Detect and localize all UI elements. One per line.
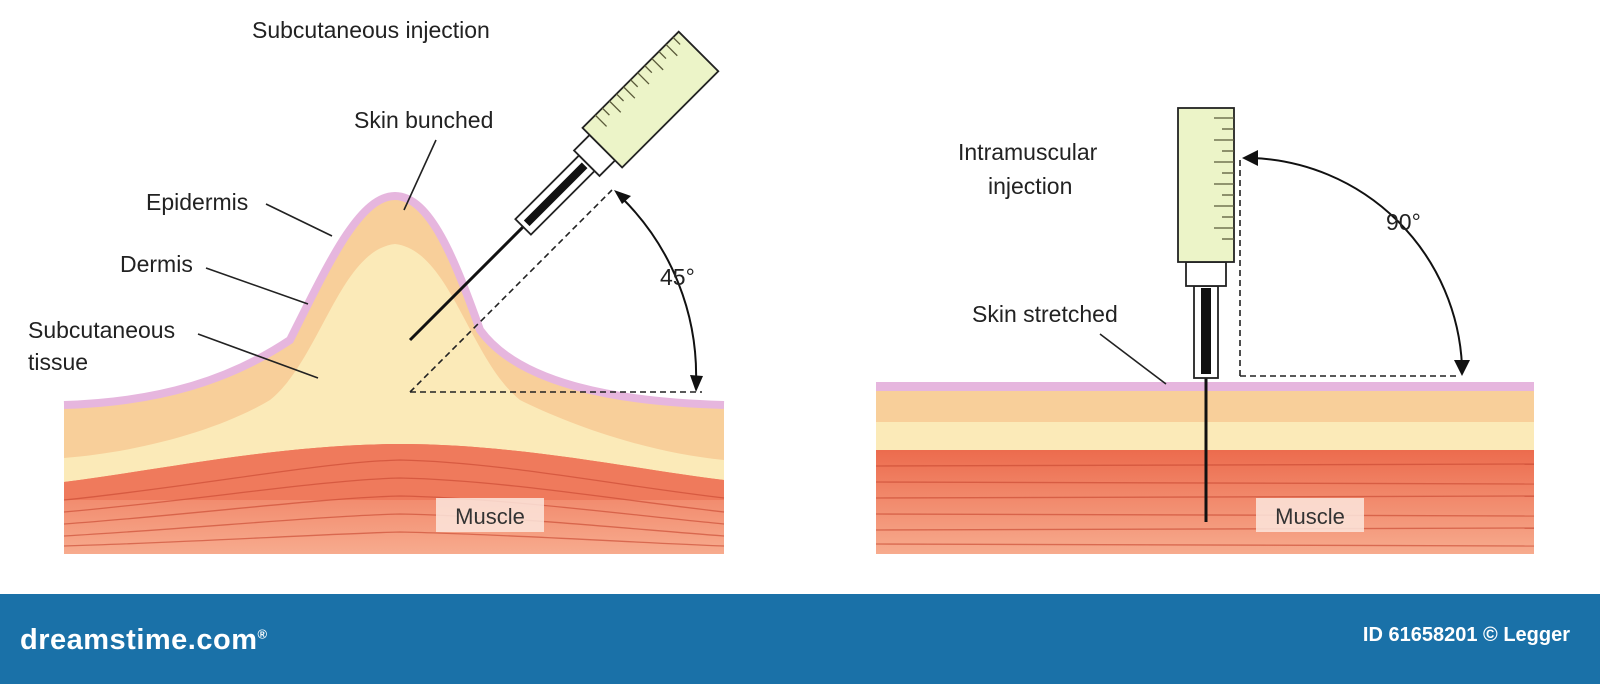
left-syringe-graduations [594, 36, 681, 127]
right-angle-arc [1251, 157, 1463, 367]
right-angle-arrowhead-bottom [1454, 360, 1470, 376]
stock-id-credit: ID 61658201 © Legger [1362, 624, 1570, 646]
left-epidermis-layer [63, 191, 725, 409]
intramuscular-panel: Muscle 90° Intramuscular injection Skin … [875, 107, 1535, 554]
epidermis-label: Epidermis [146, 189, 248, 215]
left-angle-label: 45° [660, 264, 695, 290]
right-muscle-label-box [1256, 498, 1364, 532]
syringe-graduation-tick [672, 36, 681, 45]
skin-bunched-label: Skin bunched [354, 107, 493, 133]
left-angle-arrowhead-bottom [690, 375, 703, 392]
right-syringe-plunger-rod [1201, 288, 1211, 374]
right-syringe [1177, 107, 1235, 522]
intramuscular-title-line2: injection [988, 173, 1072, 199]
syringe-graduation-tick [630, 79, 639, 88]
subcutaneous-panel: Muscle 45° Subcutaneous injection Skin b… [28, 17, 725, 554]
skin-bunched-leader [403, 139, 437, 211]
syringe-graduation-tick [616, 93, 625, 102]
dermis-label: Dermis [120, 251, 193, 277]
syringe-graduation-tick [658, 51, 667, 60]
syringe-graduation-tick [623, 86, 636, 99]
intramuscular-title-line1: Intramuscular [958, 139, 1098, 165]
skin-stretched-leader [1099, 333, 1167, 385]
left-muscle-label: Muscle [455, 504, 525, 529]
subcutaneous-title: Subcutaneous injection [252, 17, 490, 43]
left-syringe [408, 30, 720, 342]
left-syringe-plunger-rod [523, 162, 588, 227]
brand-logo: dreamstime.com® [20, 624, 268, 657]
syringe-graduation-tick [665, 43, 678, 57]
right-syringe-barrel [1177, 107, 1235, 263]
footer-bar: dreamstime.com® ID 61658201 © Legger [0, 594, 1600, 684]
left-angle-arc [621, 197, 698, 385]
dermis-leader [205, 267, 309, 305]
left-angle-arrowhead-top [614, 190, 631, 204]
right-angle-arrowhead-top [1242, 150, 1258, 166]
right-angle-label: 90° [1386, 209, 1421, 235]
left-dermis-layer [64, 196, 724, 460]
syringe-graduation-tick [637, 72, 650, 85]
subcutaneous-tissue-leader [197, 333, 319, 379]
left-syringe-barrel [581, 30, 720, 169]
left-needle [408, 225, 525, 342]
subcutaneous-tissue-label-line1: Subcutaneous [28, 317, 175, 343]
syringe-graduation-tick [594, 114, 608, 127]
registered-mark: ® [257, 626, 268, 642]
syringe-graduation-tick [651, 58, 664, 71]
injection-diagram: Muscle 45° Subcutaneous injection Skin b… [28, 17, 1535, 554]
left-muscle-hump [64, 444, 724, 500]
right-syringe-graduations [1214, 117, 1234, 240]
subcutaneous-tissue-label-line2: tissue [28, 349, 88, 375]
brand-text: dreamstime.com [20, 624, 258, 656]
right-muscle-label: Muscle [1275, 504, 1345, 529]
epidermis-leader [265, 203, 333, 237]
syringe-graduation-tick [608, 100, 622, 113]
right-syringe-collar [1185, 261, 1227, 287]
syringe-graduation-tick [601, 107, 610, 116]
left-angle-needle-guide [409, 189, 613, 393]
skin-stretched-label: Skin stretched [972, 301, 1118, 327]
syringe-graduation-tick [644, 65, 653, 74]
left-muscle-label-box [436, 498, 544, 532]
